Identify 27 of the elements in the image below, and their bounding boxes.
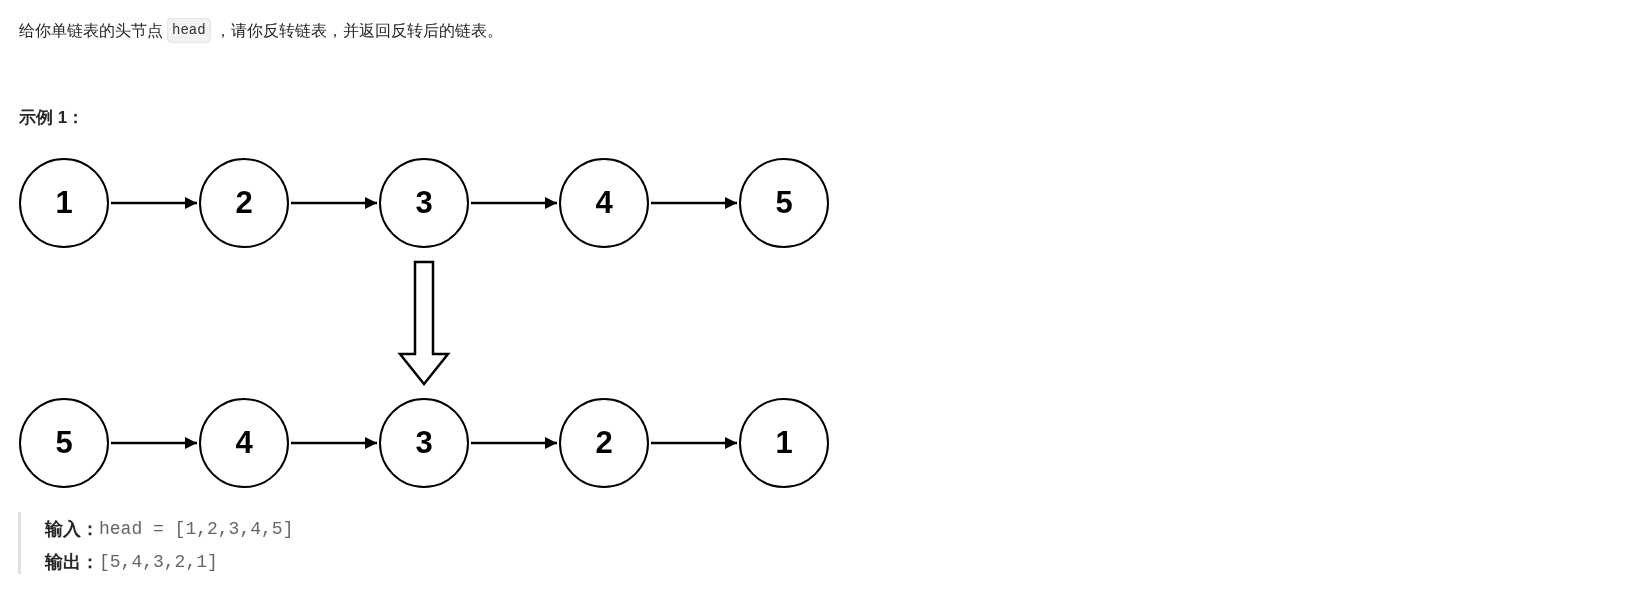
arrow bbox=[111, 196, 197, 210]
node-value: 4 bbox=[235, 423, 253, 462]
arrow bbox=[471, 196, 557, 210]
node-value: 5 bbox=[55, 423, 73, 462]
node-value: 1 bbox=[775, 423, 793, 462]
arrow bbox=[471, 436, 557, 450]
output-value: [5,4,3,2,1] bbox=[99, 551, 218, 574]
arrow bbox=[291, 196, 377, 210]
instruction-text: 给你单链表的头节点 bbox=[19, 20, 163, 41]
io-label: 输入： bbox=[45, 518, 99, 541]
node-value: 3 bbox=[415, 183, 433, 222]
node-value: 3 bbox=[415, 423, 433, 462]
block-arrow bbox=[397, 260, 451, 386]
arrow bbox=[111, 436, 197, 450]
arrow bbox=[651, 196, 737, 210]
example-heading: 示例 1： bbox=[19, 107, 85, 129]
node-value: 4 bbox=[595, 183, 613, 222]
node-value: 2 bbox=[595, 423, 613, 462]
instruction-text: ，请你反转链表，并返回反转后的链表。 bbox=[214, 20, 503, 41]
node-value: 5 bbox=[775, 183, 793, 222]
io-label: 输出： bbox=[45, 551, 99, 574]
arrow bbox=[651, 436, 737, 450]
node-value: 2 bbox=[235, 183, 253, 222]
arrow bbox=[291, 436, 377, 450]
node-value: 1 bbox=[55, 183, 73, 222]
inline-code: head bbox=[167, 18, 211, 43]
input-value: head = [1,2,3,4,5] bbox=[99, 518, 294, 541]
